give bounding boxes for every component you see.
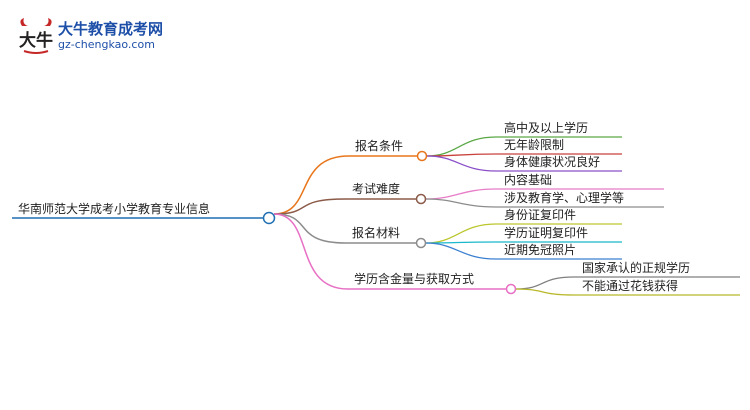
branch-node-1 [415,193,427,205]
child-label-2-0: 身份证复印件 [504,207,576,222]
svg-text:大牛: 大牛 [19,30,53,51]
edge-root-branch-1 [273,198,347,215]
edge-branch-1-child-1 [425,198,497,208]
branch-node-3 [505,283,517,295]
edge-branch-2-child-2 [425,242,497,260]
child-label-1-0: 内容基础 [504,172,552,187]
child-label-3-0: 国家承认的正规学历 [582,260,690,275]
edge-root-branch-3 [273,213,349,290]
edge-branch-0-child-0 [426,136,497,157]
child-label-3-1: 不能通过花钱获得 [582,278,678,293]
root-node [262,211,276,225]
branch-label-3: 学历含金量与获取方式 [354,271,474,286]
child-label-2-2: 近期免冠照片 [504,242,576,257]
edge-root-branch-0 [273,155,350,215]
edge-branch-3-child-1 [515,288,575,296]
edge-branch-1-child-0 [425,188,497,200]
branch-label-2: 报名材料 [352,225,400,240]
site-logo: 大牛 大牛教育成考网 gz-chengkao.com [14,14,174,58]
child-label-0-1: 无年龄限制 [504,138,564,152]
branch-node-2 [415,237,427,249]
bull-logo-icon: 大牛 [19,18,53,54]
edge-branch-2-child-0 [425,223,497,244]
brand-title: 大牛教育成考网 [58,20,164,38]
child-label-1-1: 涉及教育学、心理学等 [504,190,624,205]
child-label-0-2: 身体健康状况良好 [504,154,600,169]
branch-node-0 [416,150,428,162]
child-label-2-1: 学历证明复印件 [504,225,588,240]
brand-url: gz-chengkao.com [58,38,155,51]
edge-branch-3-child-0 [515,276,575,290]
edge-branch-0-child-2 [426,155,497,172]
branch-label-1: 考试难度 [352,181,400,196]
edge-root-branch-2 [273,213,347,244]
child-label-0-0: 高中及以上学历 [504,120,588,135]
root-label: 华南师范大学成考小学教育专业信息 [18,201,210,216]
branch-label-0: 报名条件 [355,138,403,153]
